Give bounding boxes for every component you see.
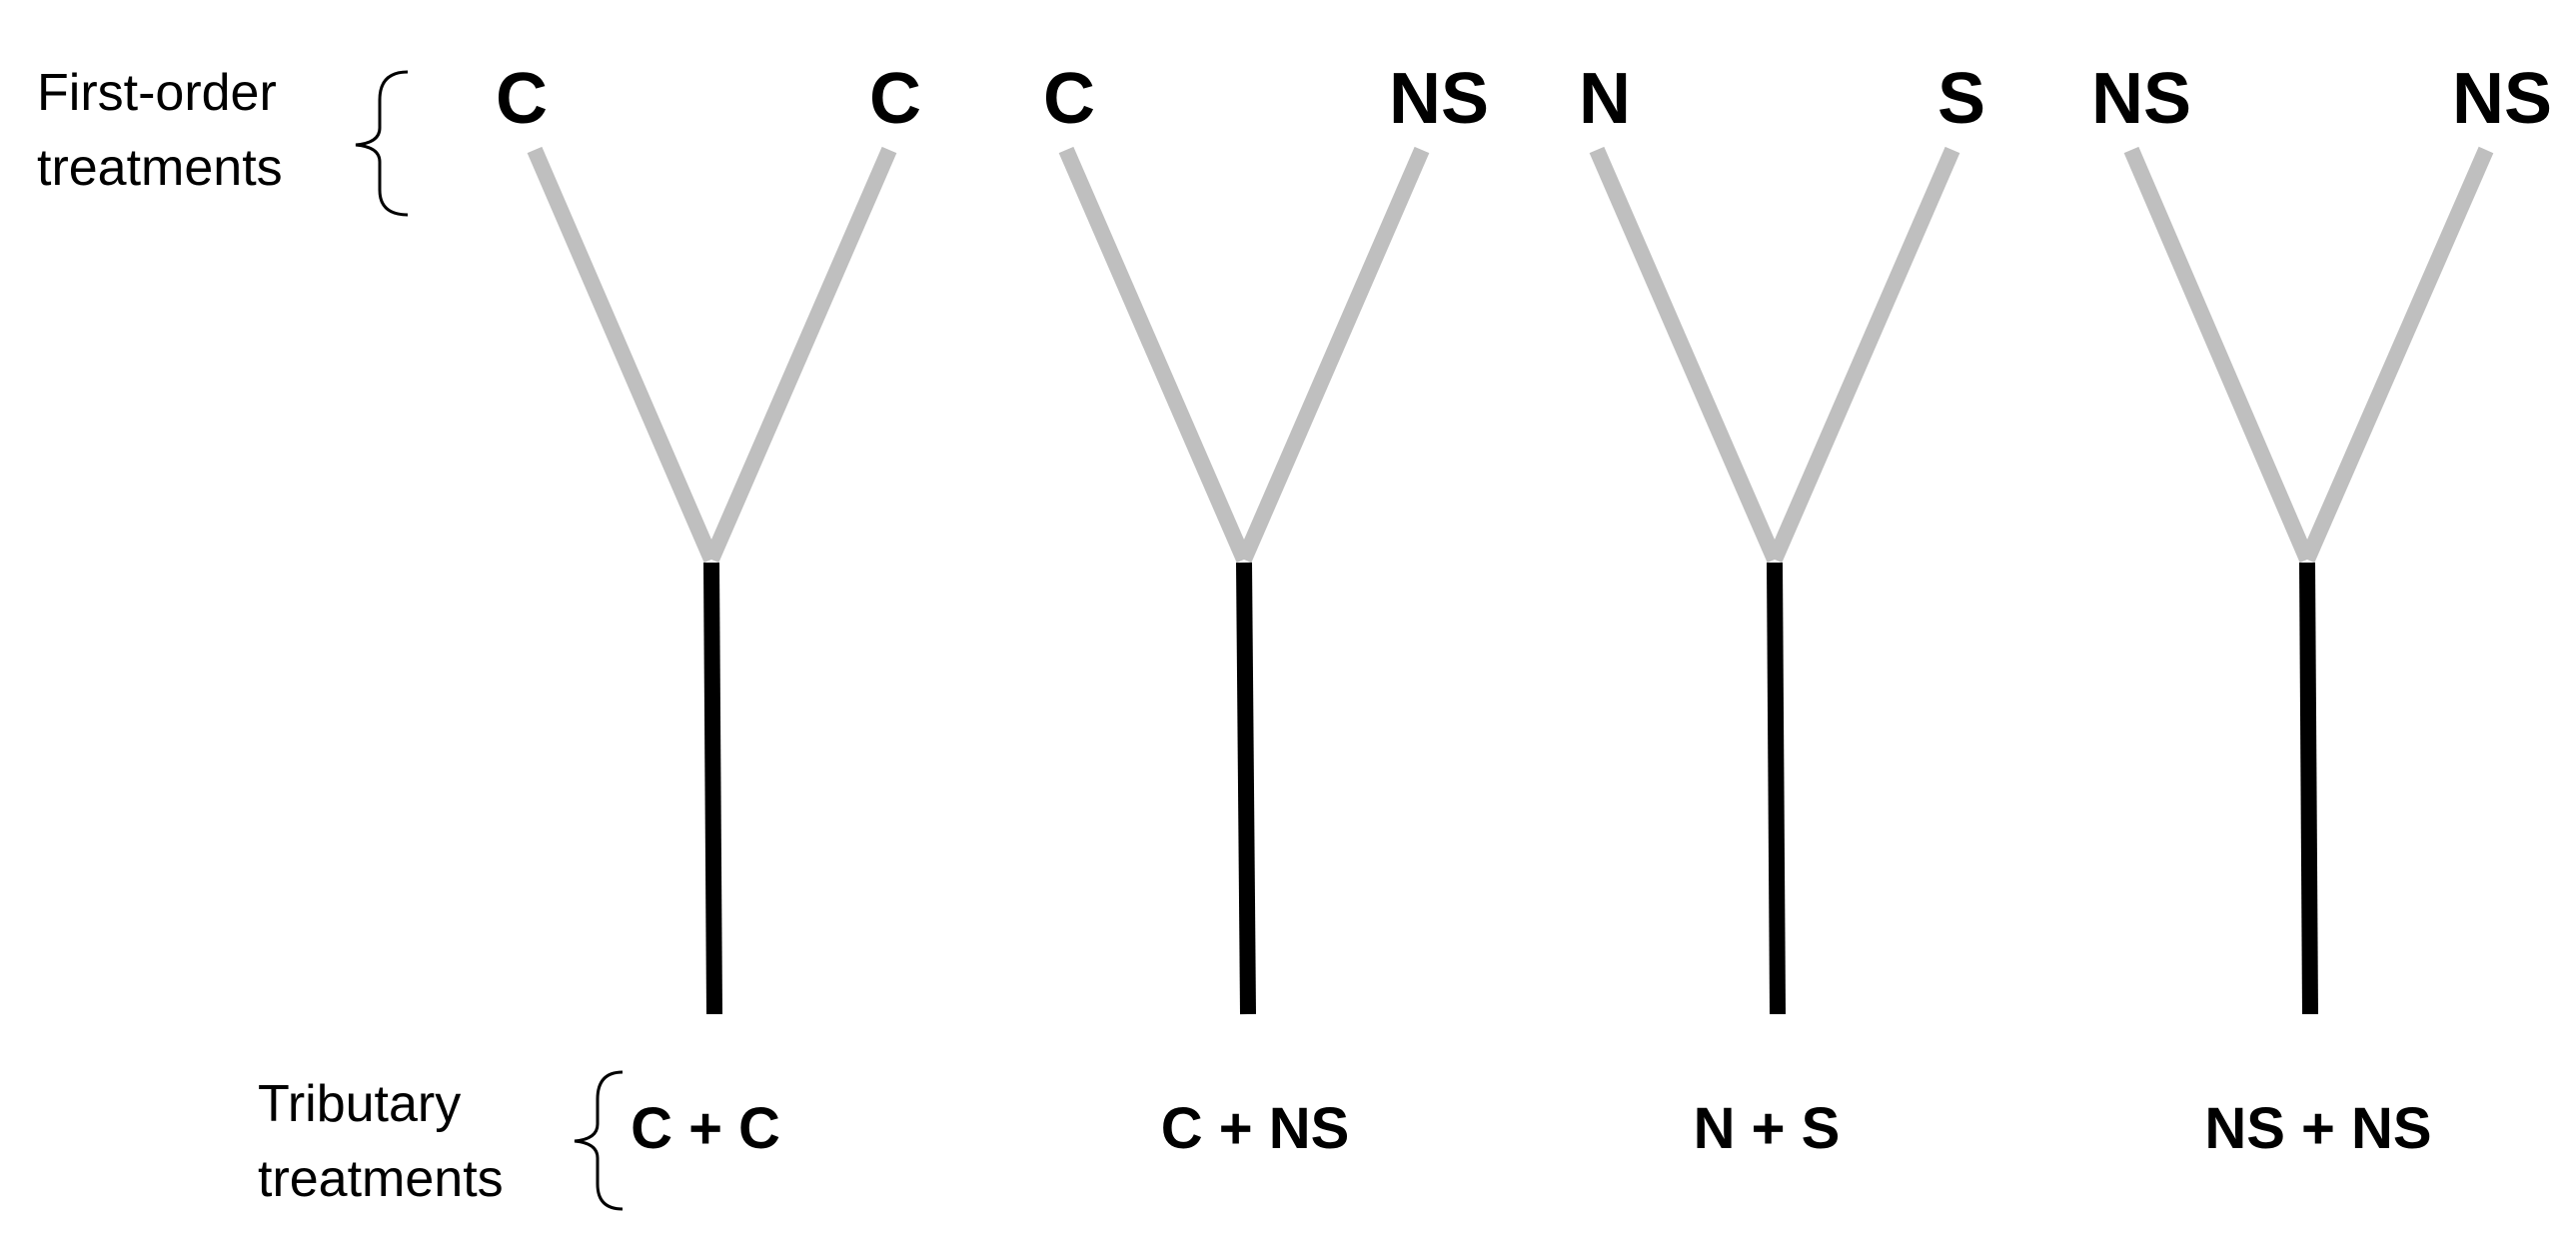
- junction-4-tributary-label: NS + NS: [2204, 1096, 2431, 1161]
- first-order-label-line2: treatments: [37, 139, 283, 197]
- junction-4-left-label: NS: [2091, 59, 2191, 139]
- junction-4-right-label: NS: [2452, 59, 2552, 139]
- first-order-brace: [355, 70, 409, 217]
- junction-1-left-branch: [527, 146, 719, 564]
- junction-2-left-branch: [1058, 146, 1252, 564]
- junction-3-left-label: N: [1579, 59, 1631, 139]
- junction-3-left-branch: [1589, 146, 1783, 564]
- junction-1-right-label: C: [869, 59, 921, 139]
- junction-3-tributary-label: N + S: [1694, 1096, 1841, 1161]
- junction-1-left-label: C: [496, 59, 548, 139]
- junction-2-right-branch: [1236, 146, 1430, 564]
- junction-3-right-label: S: [1937, 59, 1985, 139]
- tributary-label-group: Tributary treatments: [258, 1070, 624, 1211]
- junction-2-tributary-label: C + NS: [1161, 1096, 1350, 1161]
- junction-2: C NS C + NS: [1043, 59, 1489, 1161]
- junction-1: C C C + C: [496, 59, 921, 1161]
- junction-2-right-label: NS: [1389, 59, 1489, 139]
- junction-4: NS NS NS + NS: [2091, 59, 2552, 1161]
- junction-3: N S N + S: [1579, 59, 1985, 1161]
- first-order-label-group: First-order treatments: [37, 64, 409, 217]
- tributary-brace: [574, 1070, 624, 1211]
- junction-3-right-branch: [1767, 146, 1960, 564]
- junction-4-right-branch: [2299, 146, 2494, 564]
- junction-1-right-branch: [703, 146, 897, 564]
- junction-4-left-branch: [2123, 146, 2315, 564]
- junction-2-stem: [1236, 562, 1256, 1015]
- tributary-label-line2: treatments: [258, 1150, 504, 1208]
- junction-1-tributary-label: C + C: [631, 1096, 780, 1161]
- junction-4-stem: [2299, 562, 2318, 1015]
- junction-3-stem: [1767, 562, 1786, 1015]
- junction-1-stem: [703, 562, 722, 1015]
- first-order-label-line1: First-order: [37, 64, 277, 122]
- junction-2-left-label: C: [1043, 59, 1095, 139]
- tributary-label-line1: Tributary: [258, 1075, 461, 1133]
